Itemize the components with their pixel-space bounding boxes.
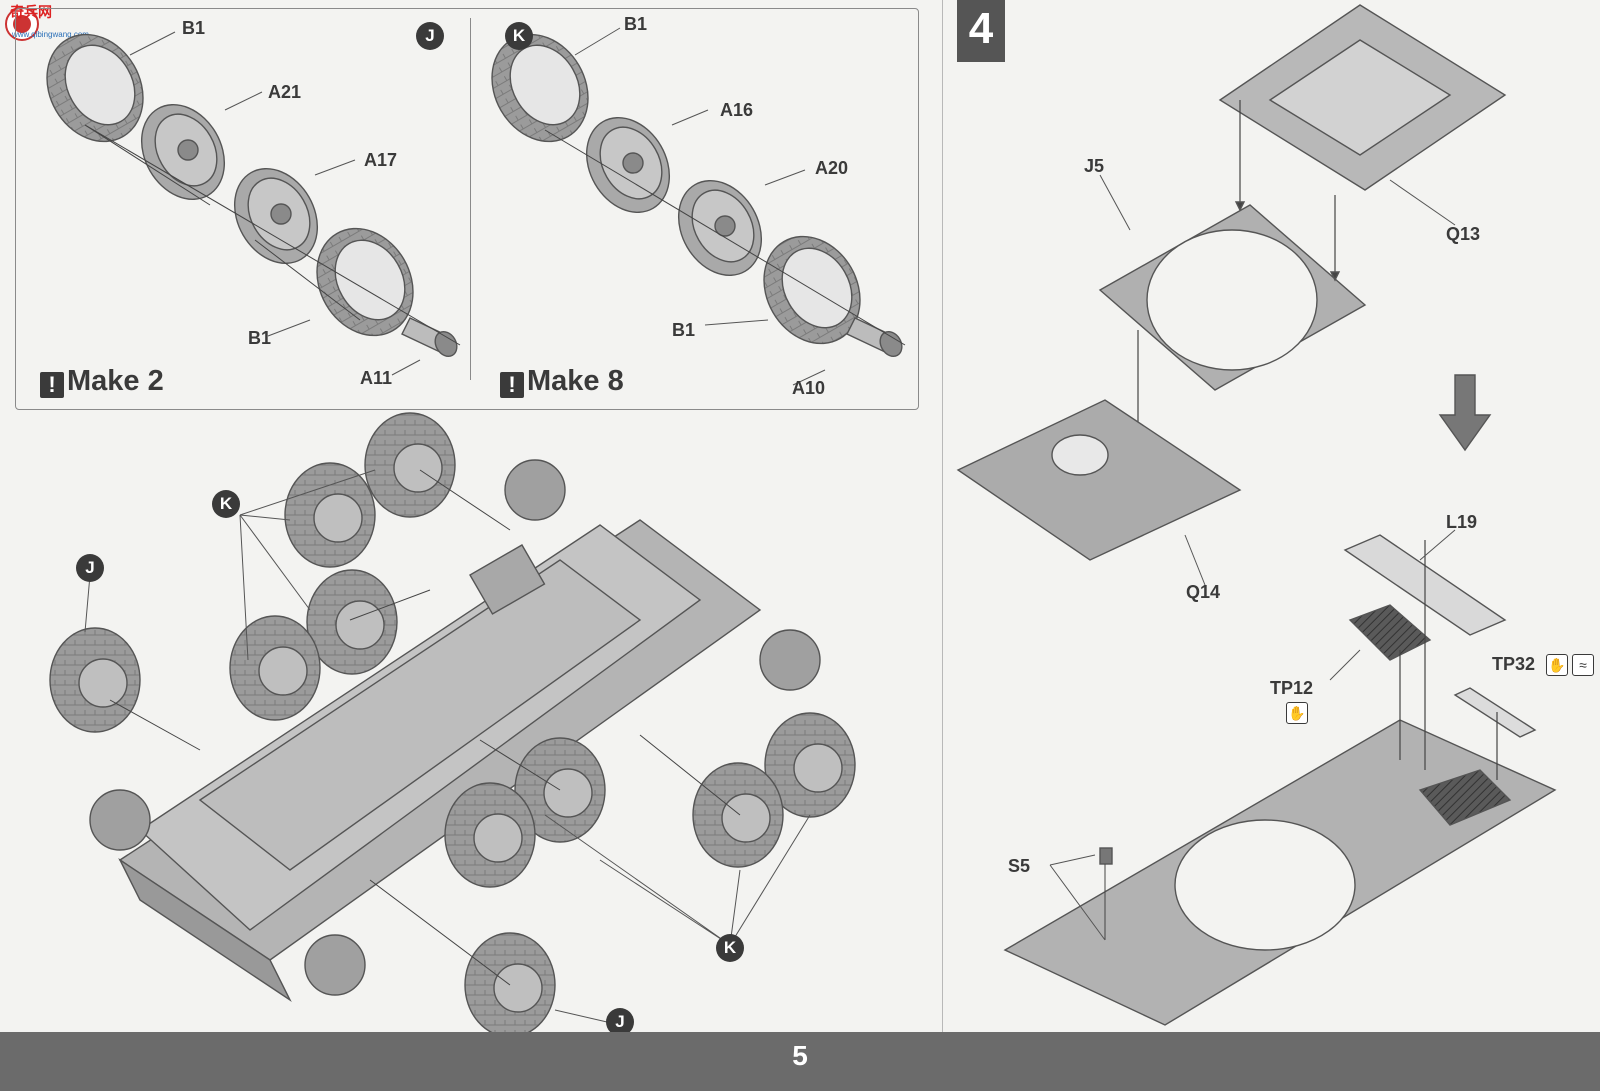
badge-j-bottom: J — [606, 1008, 634, 1036]
hands-peel-icon: ✋ — [1546, 654, 1568, 676]
make-label-k: Make 8 — [527, 365, 624, 397]
badge-j-left: J — [76, 554, 104, 582]
badge-k: K — [505, 22, 533, 50]
label-b1-bottom-j: B1 — [248, 328, 272, 348]
make-label-j: Make 2 — [67, 365, 164, 397]
make-count-j: !Make 2 — [40, 365, 164, 398]
badge-k-top: K — [212, 490, 240, 518]
label-q14: Q14 — [1186, 582, 1221, 602]
exclamation-icon: ! — [500, 372, 524, 398]
hands-peel-icon: ✋ — [1286, 702, 1308, 724]
watermark-subtext: www.qibingwang.com — [12, 30, 89, 39]
exclamation-icon: ! — [40, 372, 64, 398]
panel-divider — [470, 18, 471, 380]
label-q13: Q13 — [1446, 224, 1481, 244]
subassembly-panel — [15, 8, 919, 410]
label-a20: A20 — [815, 158, 849, 178]
badge-j: J — [416, 22, 444, 50]
make-count-k: !Make 8 — [500, 365, 624, 398]
label-b1-bottom-k: B1 — [672, 320, 696, 340]
label-b1-top-k: B1 — [624, 14, 648, 34]
label-b1-top-j: B1 — [182, 18, 206, 38]
step-number: 4 — [957, 0, 1005, 62]
badge-k-bottom: K — [716, 934, 744, 962]
page-divider — [942, 0, 943, 1032]
label-s5: S5 — [1008, 856, 1031, 876]
label-tp32: TP32 — [1492, 654, 1536, 674]
label-j5: J5 — [1084, 156, 1105, 176]
label-a16: A16 — [720, 100, 754, 120]
label-l19: L19 — [1446, 512, 1478, 532]
page-number: 5 — [792, 1040, 808, 1071]
chassis-drawing — [49, 412, 856, 1038]
label-a17: A17 — [364, 150, 398, 170]
step4-drawing — [956, 4, 1557, 1026]
page-footer — [0, 1032, 1600, 1091]
water-decal-icon: ≈ — [1572, 654, 1594, 676]
label-tp12: TP12 — [1270, 678, 1314, 698]
label-a21: A21 — [268, 82, 302, 102]
wheel-explode-k — [491, 27, 906, 386]
label-a11: A11 — [360, 368, 393, 388]
label-a10: A10 — [792, 378, 826, 398]
wheel-explode-j — [46, 31, 461, 376]
